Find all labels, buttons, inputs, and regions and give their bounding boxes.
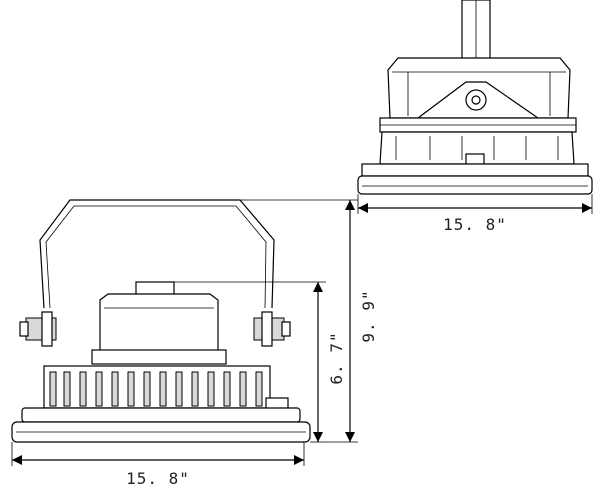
top-fixture-view [357, 0, 593, 195]
total-height-label: 9. 9" [359, 289, 378, 342]
top-base-plate [357, 175, 593, 195]
front-base-upper [21, 407, 301, 423]
yoke-bracket [39, 199, 275, 309]
body-height-label: 6. 7" [327, 331, 346, 384]
driver-base [91, 349, 227, 365]
pivot-bolt-icon [465, 89, 487, 111]
top-base-upper [361, 163, 589, 177]
bottom-width-label: 15. 8" [126, 469, 190, 488]
heat-sink-fins [43, 365, 271, 409]
driver-box [99, 293, 219, 353]
dimension-lines [11, 194, 593, 466]
front-fixture-view [11, 199, 311, 443]
top-width-label: 15. 8" [443, 215, 507, 234]
